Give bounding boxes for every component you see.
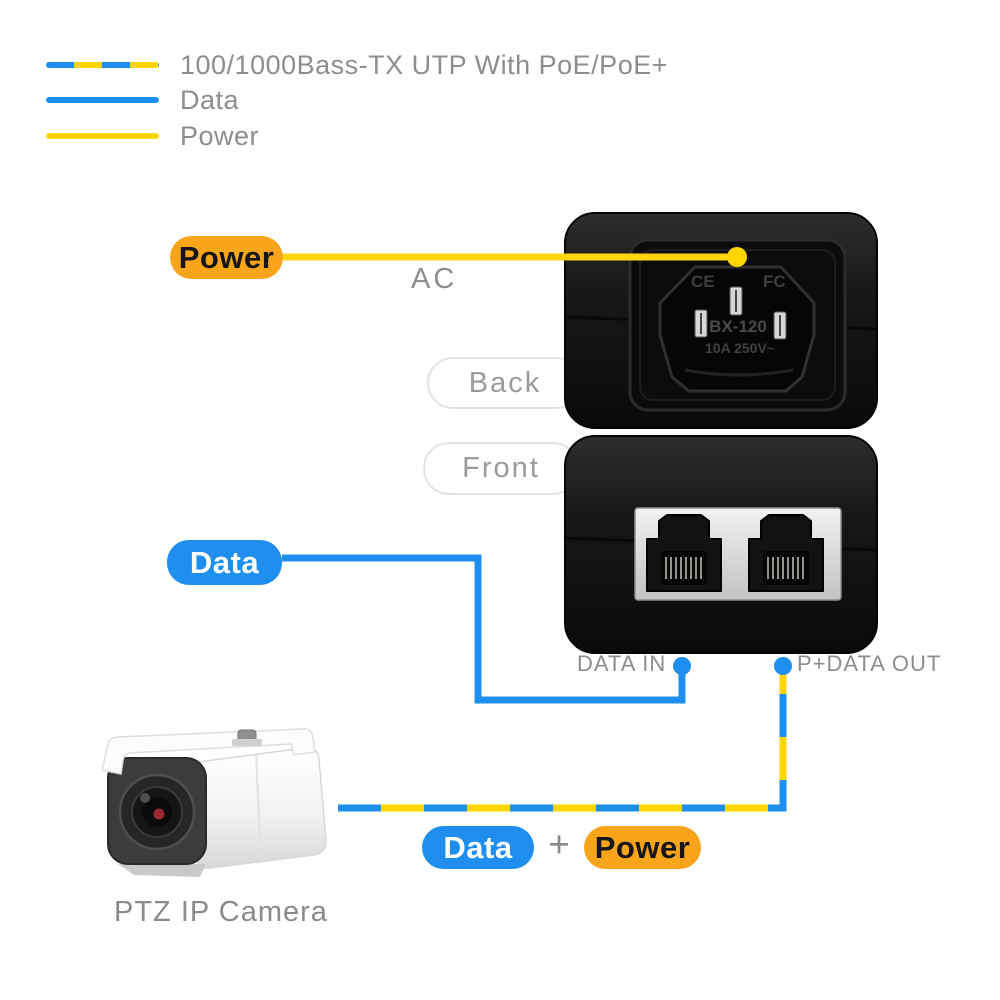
rj45-port-p-data-out [748,514,824,592]
data-badge-left: Data [167,540,282,585]
power-badge-label: Power [178,239,275,275]
inlet-ridge [684,368,794,377]
ce-marking: CE [691,272,715,291]
legend-label: Power [180,120,260,151]
legend-label: 100/1000Bass-TX UTP With PoE/PoE+ [180,49,668,80]
c14-socket [658,265,816,393]
power-badge-label: Power [594,829,691,865]
camera-underside [118,864,206,877]
ac-inlet: CE FC BX-120 10A 250V~ [628,238,847,412]
injector-front-view [564,435,878,654]
front-view-pill: Front [423,442,579,495]
poe-injector-device: CE FC BX-120 10A 250V~ [564,212,878,654]
ac-prongs [694,286,787,340]
model-marking: BX-120 [709,317,767,336]
legend-row-mixed: 100/1000Bass-TX UTP With PoE/PoE+ [46,49,668,81]
data-in-label: DATA IN [577,651,667,676]
legend-label: Data [180,84,240,115]
camera-top-mount [232,729,262,746]
injector-back-view: CE FC BX-120 10A 250V~ [564,212,878,429]
back-view-label: Back [468,366,542,399]
lens-glint [140,793,150,803]
data-power-combined-line [338,657,792,812]
lens-red-center [153,808,165,820]
camera-body-seam [255,753,262,864]
plus-sign: + [548,824,570,865]
data-line-swatch [46,97,159,103]
legend-row-data: Data [46,84,239,116]
camera-body [196,747,327,870]
camera-label: PTZ IP Camera [114,896,328,928]
power-badge-bottom: Power [584,826,701,869]
mixed-data-power-line-swatch [46,62,159,68]
rj45-pins [767,557,804,579]
fcc-marking: FC [763,272,786,291]
front-view-label: Front [462,452,540,484]
data-badge-bottom: Data [422,826,534,869]
power-badge-top: Power [170,236,283,279]
camera-front-face [107,757,207,865]
p-data-out-label: P+DATA OUT [797,651,942,676]
power-line-swatch [46,133,159,139]
ptz-ip-camera [101,728,327,877]
data-badge-label: Data [189,544,260,580]
legend-row-power: Power [46,120,259,152]
rating-marking: 10A 250V~ [705,340,775,356]
rj45-port-data-in [646,514,722,592]
data-badge-label: Data [443,829,513,865]
ac-label: AC [411,263,458,295]
